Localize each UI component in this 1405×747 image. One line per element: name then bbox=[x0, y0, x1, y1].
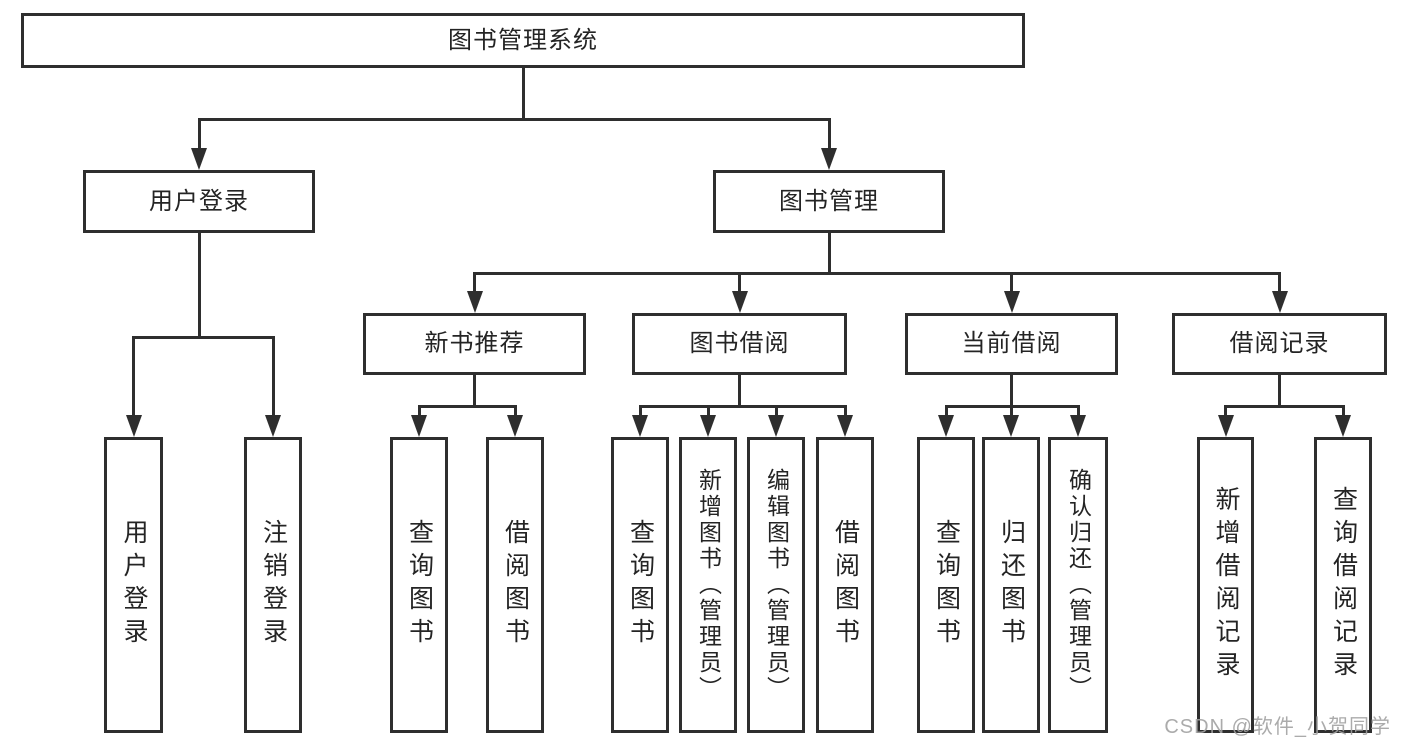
node-label: 注销登录 bbox=[259, 519, 288, 651]
connector-stem bbox=[738, 373, 741, 408]
connector-rail bbox=[417, 405, 517, 408]
node-label: 编辑图书（管理员） bbox=[763, 468, 790, 702]
node-label: 确认归还（管理员） bbox=[1065, 468, 1092, 702]
node-query-borrow-record: 查询借阅记录 bbox=[1314, 437, 1372, 733]
node-label: 查询图书 bbox=[405, 519, 434, 651]
arrowhead-down-icon bbox=[1217, 415, 1234, 437]
arrowhead-down-icon bbox=[1003, 415, 1019, 437]
connector-stem bbox=[473, 373, 476, 408]
node-logout: 注销登录 bbox=[244, 437, 302, 733]
node-label: 借阅记录 bbox=[1229, 330, 1330, 357]
node-confirm-return-admin: 确认归还（管理员） bbox=[1048, 437, 1108, 733]
connector-drop bbox=[132, 336, 135, 425]
node-label: 查询图书 bbox=[932, 519, 961, 651]
node-login: 用户登录 bbox=[104, 437, 163, 733]
connector-drop bbox=[473, 272, 476, 301]
node-label: 当前借阅 bbox=[961, 330, 1062, 357]
arrowhead-down-icon bbox=[1335, 415, 1351, 437]
node-edit-books-admin: 编辑图书（管理员） bbox=[747, 437, 805, 733]
node-borrow-books-1: 借阅图书 bbox=[486, 437, 544, 733]
connector-drop bbox=[1010, 272, 1013, 301]
connector-stem bbox=[521, 66, 525, 121]
connector-drop bbox=[197, 118, 201, 158]
node-library-system: 图书管理系统 bbox=[21, 13, 1025, 68]
connector-drop bbox=[1278, 272, 1281, 301]
connector-stem bbox=[1010, 373, 1013, 408]
node-label: 新增借阅记录 bbox=[1212, 486, 1240, 684]
node-book-management: 图书管理 bbox=[713, 170, 945, 233]
node-book-borrowing: 图书借阅 bbox=[632, 313, 847, 375]
node-label: 新书推荐 bbox=[424, 330, 525, 357]
node-label: 图书管理系统 bbox=[448, 26, 598, 54]
node-label: 用户登录 bbox=[120, 519, 148, 651]
connector-drop bbox=[738, 272, 741, 301]
arrowhead-down-icon bbox=[700, 415, 716, 437]
node-query-books-3: 查询图书 bbox=[917, 437, 975, 733]
connector-rail bbox=[638, 405, 847, 408]
connector-drop bbox=[827, 118, 831, 158]
node-add-borrow-record: 新增借阅记录 bbox=[1197, 437, 1254, 733]
arrowhead-down-icon bbox=[411, 415, 427, 437]
arrowhead-down-icon bbox=[191, 148, 207, 170]
arrowhead-down-icon bbox=[265, 415, 281, 437]
connector-stem bbox=[1278, 373, 1281, 408]
arrowhead-down-icon bbox=[938, 415, 954, 437]
arrowhead-down-icon bbox=[1003, 291, 1020, 313]
node-query-books-2: 查询图书 bbox=[611, 437, 669, 733]
connector-drop bbox=[271, 336, 275, 425]
node-label: 查询图书 bbox=[626, 519, 655, 651]
arrowhead-down-icon bbox=[731, 291, 748, 313]
arrowhead-down-icon bbox=[768, 415, 784, 437]
node-return-books: 归还图书 bbox=[982, 437, 1040, 733]
arrowhead-down-icon bbox=[1271, 291, 1288, 313]
node-borrowing-records: 借阅记录 bbox=[1172, 313, 1387, 375]
connector-rail bbox=[197, 118, 831, 121]
watermark: CSDN @软件_小贺同学 bbox=[1164, 716, 1391, 738]
node-label: 新增图书（管理员） bbox=[695, 468, 722, 702]
arrowhead-down-icon bbox=[125, 415, 142, 437]
node-label: 图书管理 bbox=[779, 187, 879, 215]
node-new-book-recommend: 新书推荐 bbox=[363, 313, 586, 375]
arrowhead-down-icon bbox=[1070, 415, 1086, 437]
node-label: 用户登录 bbox=[149, 187, 249, 215]
arrowhead-down-icon bbox=[632, 415, 648, 437]
node-borrow-books-2: 借阅图书 bbox=[816, 437, 874, 733]
connector-rail bbox=[1224, 405, 1345, 408]
arrowhead-down-icon bbox=[507, 415, 523, 437]
node-label: 借阅图书 bbox=[501, 519, 530, 651]
node-label: 查询借阅记录 bbox=[1329, 486, 1358, 684]
arrowhead-down-icon bbox=[821, 148, 837, 170]
connector-stem bbox=[827, 231, 831, 275]
node-label: 归还图书 bbox=[997, 519, 1026, 651]
connector-rail bbox=[132, 336, 275, 339]
node-label: 借阅图书 bbox=[831, 519, 860, 651]
node-label: 图书借阅 bbox=[689, 330, 790, 357]
connector-stem bbox=[197, 231, 201, 339]
connector-rail bbox=[473, 272, 1281, 275]
node-current-borrowing: 当前借阅 bbox=[905, 313, 1118, 375]
node-user-login: 用户登录 bbox=[83, 170, 315, 233]
arrowhead-down-icon bbox=[837, 415, 853, 437]
node-add-books-admin: 新增图书（管理员） bbox=[679, 437, 737, 733]
node-query-books-1: 查询图书 bbox=[390, 437, 448, 733]
arrowhead-down-icon bbox=[466, 291, 483, 313]
